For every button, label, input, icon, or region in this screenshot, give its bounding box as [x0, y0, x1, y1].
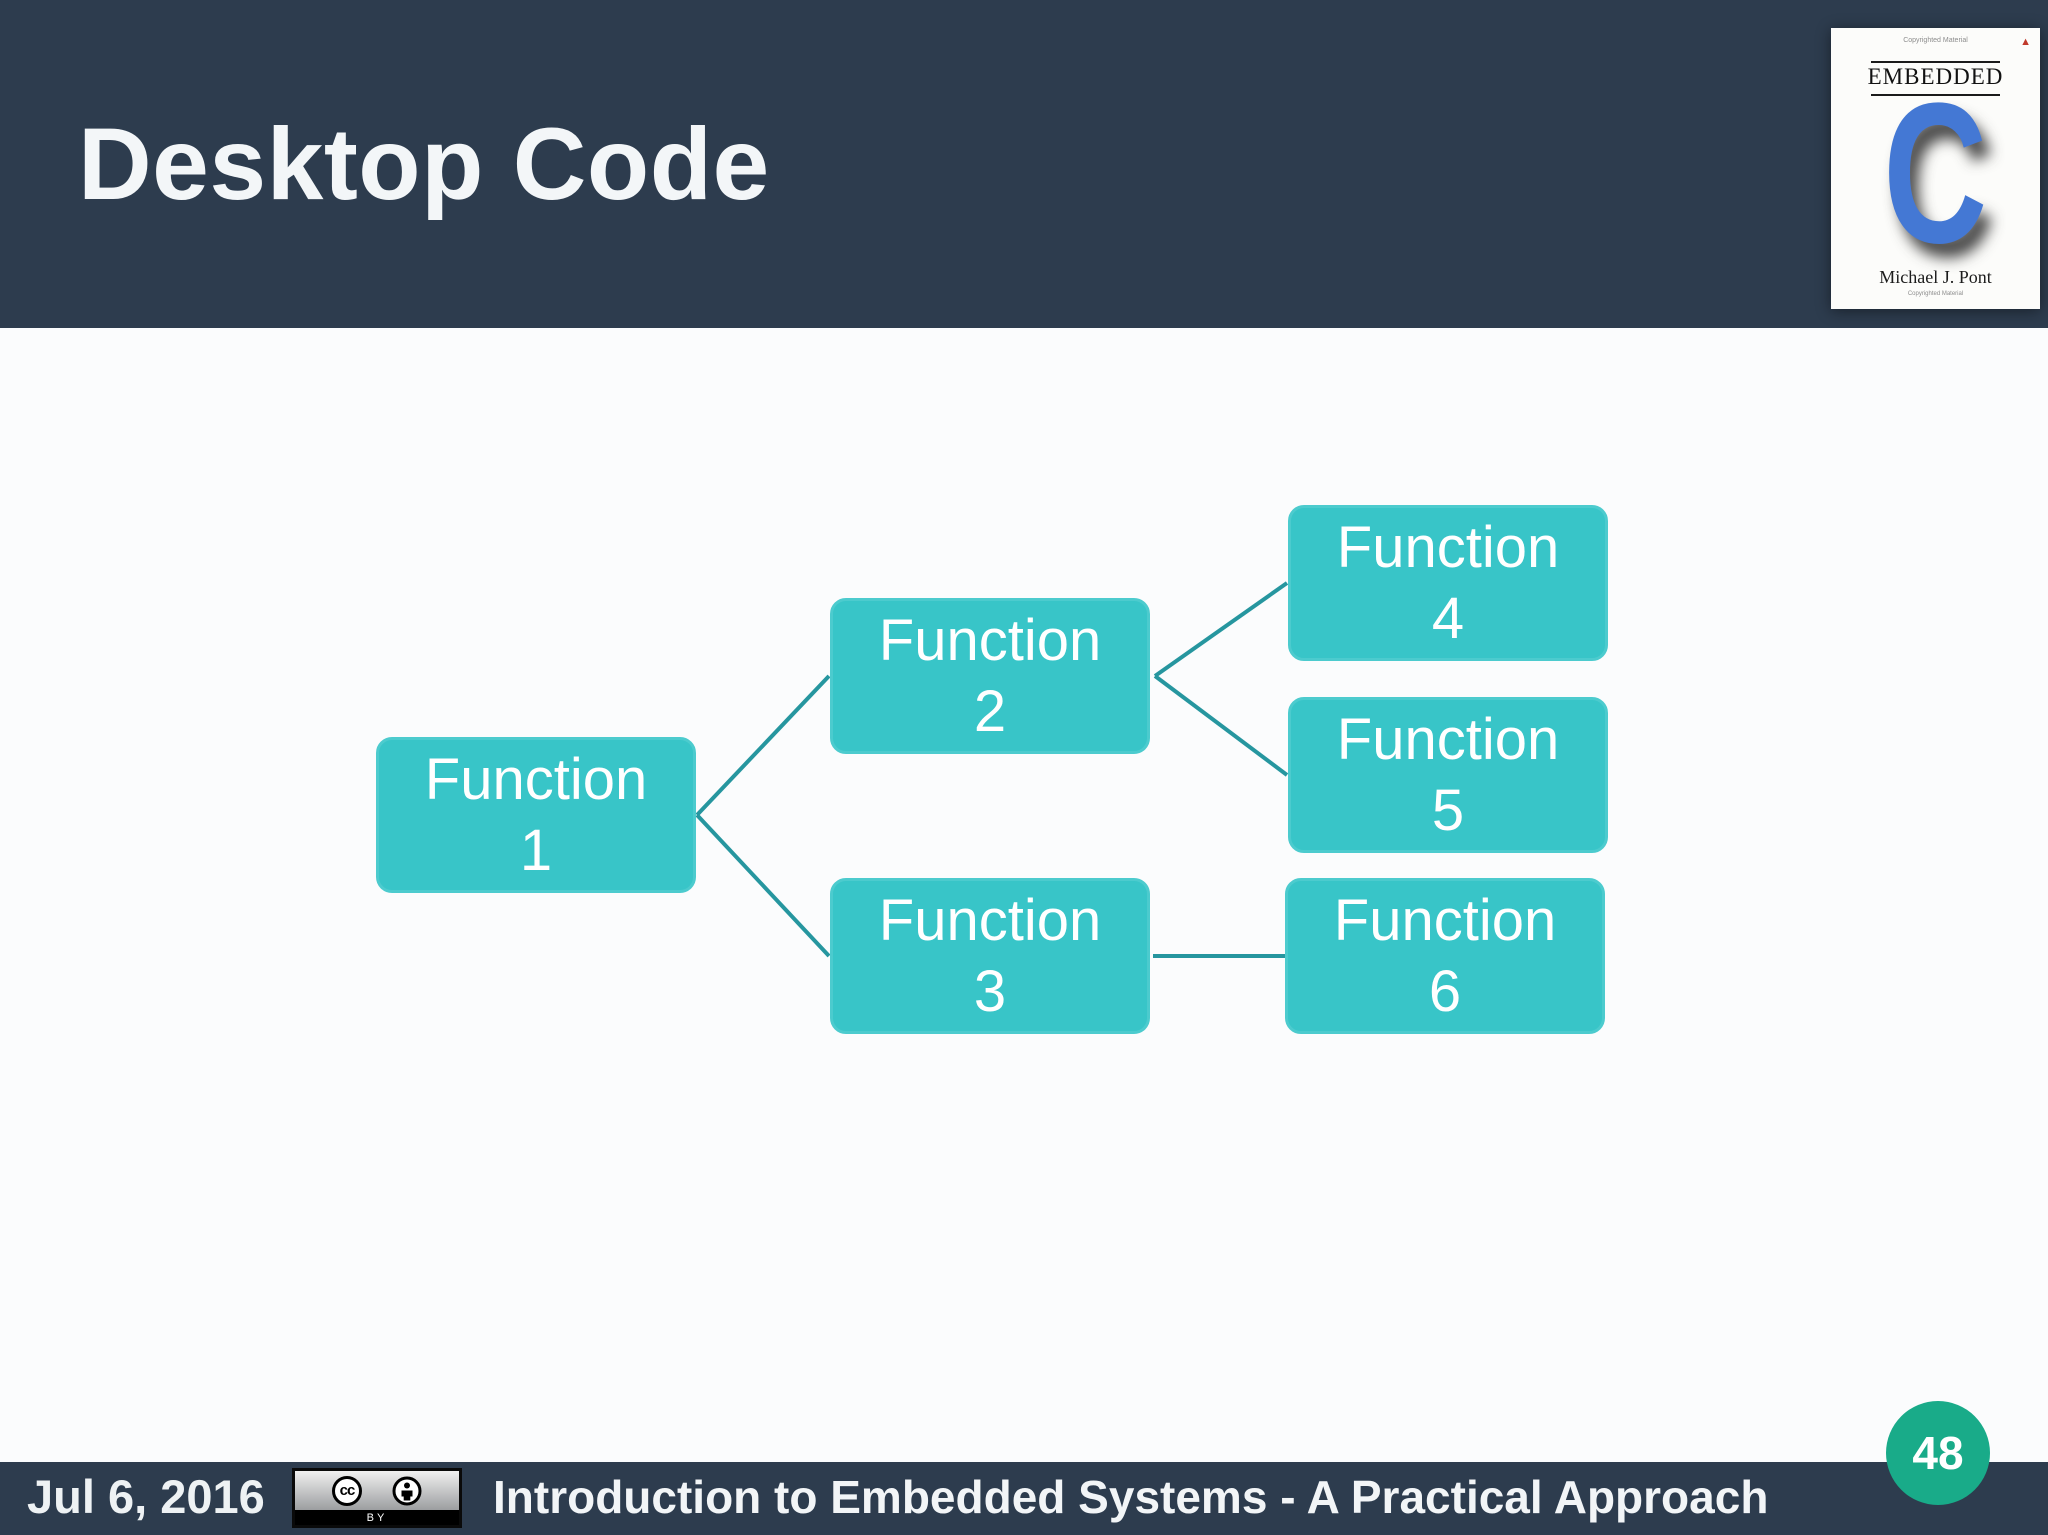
connector-f2-f5: [1153, 674, 1289, 777]
book-big-letter: C: [1883, 62, 1988, 285]
footer-bar: Jul 6, 2016 cc BY Introduction to Embedd…: [0, 1462, 2048, 1535]
cc-by-label: BY: [295, 1510, 459, 1525]
book-title: EMBEDDED: [1867, 64, 2004, 89]
book-cover: Copyrighted Material ▲ EMBEDDED C Michae…: [1831, 28, 2040, 309]
node-label: Function: [878, 888, 1102, 953]
header-bar: Desktop Code Copyrighted Material ▲ EMBE…: [0, 0, 2048, 328]
cc-badge-top: cc: [295, 1471, 459, 1510]
publisher-logo-icon: ▲: [2020, 36, 2031, 48]
footer-course-title: Introduction to Embedded Systems - A Pra…: [493, 1471, 1769, 1523]
cc-license-badge: cc BY: [292, 1468, 462, 1528]
node-label: Function: [1333, 888, 1557, 953]
node-label: Function: [1336, 515, 1560, 580]
cover-rule-bottom: [1871, 94, 2000, 96]
creative-commons-icon: cc: [332, 1475, 362, 1506]
function-call-diagram: Function 1 Function 2 Function 3 Functio…: [0, 328, 2048, 1462]
cover-rule-top: [1871, 61, 2000, 63]
connector-f1-f2: [695, 674, 831, 817]
cover-copyright-bottom: Copyrighted Material: [1907, 291, 1964, 297]
node-function-1: Function 1: [376, 737, 696, 893]
node-function-6: Function 6: [1285, 878, 1605, 1034]
node-label: Function: [1336, 707, 1560, 772]
node-number: 4: [1431, 586, 1465, 651]
page-number-badge: 48: [1886, 1401, 1990, 1505]
node-number: 3: [973, 959, 1007, 1024]
node-label: Function: [878, 608, 1102, 673]
cover-copyright-top: Copyrighted Material: [1903, 37, 1968, 44]
book-author: Michael J. Pont: [1879, 267, 1992, 287]
node-function-4: Function 4: [1288, 505, 1608, 661]
node-number: 6: [1428, 959, 1462, 1024]
node-function-3: Function 3: [830, 878, 1150, 1034]
node-number: 5: [1431, 778, 1465, 843]
node-function-5: Function 5: [1288, 697, 1608, 853]
node-label: Function: [424, 747, 648, 812]
attribution-person-icon: [392, 1476, 422, 1505]
connector-f1-f3: [695, 813, 831, 958]
node-function-2: Function 2: [830, 598, 1150, 754]
cover-letter-wrap: C: [1831, 62, 2040, 285]
node-number: 2: [973, 679, 1007, 744]
footer-date: Jul 6, 2016: [27, 1470, 265, 1523]
connector-f2-f4: [1153, 581, 1289, 678]
node-number: 1: [519, 818, 553, 883]
page-title: Desktop Code: [78, 106, 770, 221]
